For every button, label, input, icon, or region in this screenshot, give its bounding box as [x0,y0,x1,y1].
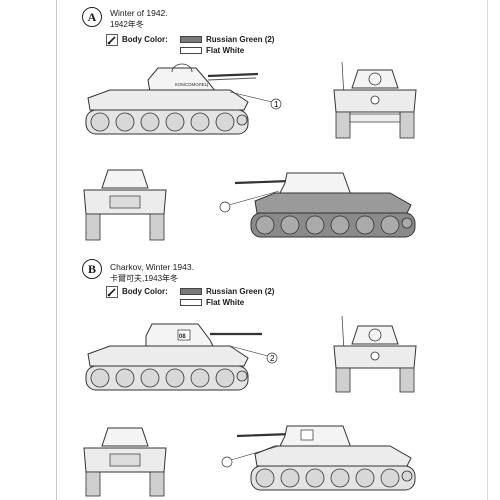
legend-row-green: Body Color: Russian Green (2) [122,34,274,45]
tank-front-view-a [333,61,417,139]
legend-row-white: Flat White [122,45,274,56]
swatch-russian-green [180,36,202,43]
paint-brush-icon [106,34,118,46]
color-legend-a: Body Color: Russian Green (2) Flat White [122,34,274,56]
turret-slogan-text: КОМСОМОЛЕЦ [175,82,209,87]
section-b-caption: Charkov, Winter 1943. 卡爾可夫,1943年冬 [110,262,194,284]
section-badge-a: A [82,7,102,27]
color-name-russian-green: Russian Green (2) [206,287,275,296]
swatch-flat-white [180,299,202,306]
section-b-caption-zh: 卡爾可夫,1943年冬 [110,274,179,283]
color-name-russian-green: Russian Green (2) [206,35,275,44]
tank-side-view-left-b: 08 2 [85,323,278,391]
color-legend-b: Body Color: Russian Green (2) Flat White [122,286,274,308]
swatch-flat-white [180,47,202,54]
swatch-russian-green [180,288,202,295]
turret-number-text: 08 [179,334,186,340]
left-margin-rule [56,0,57,500]
tank-side-view-right-a [219,172,416,238]
legend-row-white: Flat White [122,297,274,308]
color-name-flat-white: Flat White [206,46,245,55]
callout-number-b1: 2 [270,354,275,363]
tank-front-view-b [333,315,417,393]
tank-rear-view-a [83,169,167,241]
legend-row-green: Body Color: Russian Green (2) [122,286,274,297]
tank-side-view-right-b [221,425,416,491]
section-b-caption-en: Charkov, Winter 1943. [110,262,194,272]
paint-brush-icon [106,286,118,298]
section-a-caption-zh: 1942年冬 [110,20,144,29]
section-badge-b: B [82,259,102,279]
section-a-caption-en: Winter of 1942. [110,8,168,18]
color-name-flat-white: Flat White [206,298,245,307]
right-margin-rule [487,0,488,500]
callout-number-a1: 1 [274,100,279,109]
body-color-label: Body Color: [122,35,168,44]
section-a-caption: Winter of 1942. 1942年冬 [110,8,168,30]
tank-rear-view-b [83,427,167,497]
body-color-label: Body Color: [122,287,168,296]
tank-side-view-left-a: КОМСОМОЛЕЦ 1 [85,63,282,135]
